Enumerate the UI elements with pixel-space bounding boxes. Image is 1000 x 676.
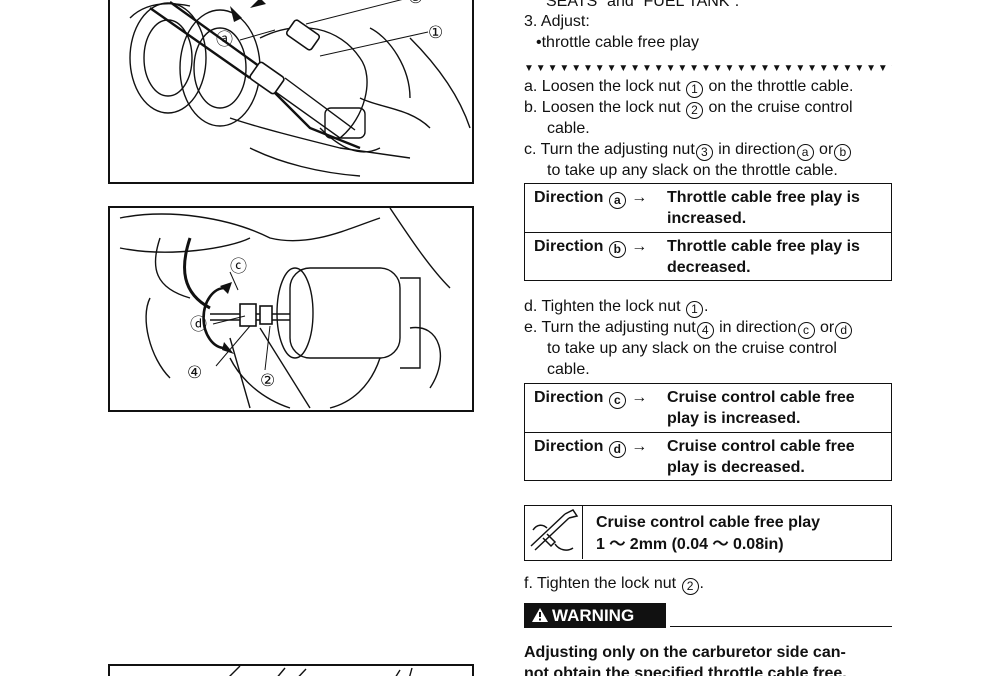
warning-text-1: Adjusting only on the carburetor side ca…	[524, 644, 846, 661]
callout-1: ①	[428, 23, 443, 43]
callout-a: ⓐ	[216, 30, 233, 50]
callout-3: ③	[408, 0, 423, 8]
dir-circle: b	[834, 144, 852, 161]
top-fragment: SEATS” and “FUEL TANK”.	[546, 0, 740, 10]
bottom-illustration	[229, 666, 413, 676]
num-circle: 4	[696, 322, 714, 339]
callout-d: ⓓ	[190, 315, 207, 335]
carburetor-illustration: ⓐ ① ③	[129, 0, 471, 177]
num-circle: 2	[681, 578, 699, 595]
num-circle: 1	[686, 81, 703, 98]
step-f: f. Tighten the lock nut 2.	[524, 575, 704, 595]
callout-2: ②	[260, 371, 275, 391]
step-b-cont: cable.	[547, 120, 590, 137]
step-3: 3. Adjust:	[524, 13, 590, 30]
step-d: d. Tighten the lock nut 1.	[524, 298, 709, 318]
warning-triangle-icon	[532, 603, 548, 628]
direction-table-throttle: Direction a → Throttle cable free play i…	[524, 183, 892, 281]
dir-circle: c	[797, 322, 815, 339]
spec-box: Cruise control cable free play 1 ～ 2mm (…	[524, 505, 892, 561]
step-b: b. Loosen the lock nut 2 on the cruise c…	[524, 99, 853, 119]
warning-banner: WARNING	[524, 603, 666, 628]
step-3-bullet: •throttle cable free play	[536, 34, 700, 51]
callout-c: ⓒ	[230, 257, 247, 277]
step-c-cont: to take up any slack on the throttle cab…	[547, 162, 838, 179]
spec-value: 1 ～ 2mm (0.04 ～ 0.08in)	[596, 536, 784, 553]
step-e-cont-1: to take up any slack on the cruise contr…	[547, 340, 837, 357]
num-circle: 3	[695, 144, 713, 161]
table-row: Direction b → Throttle cable free play i…	[525, 232, 891, 280]
num-circle: 1	[686, 301, 703, 318]
figure-throttle-cable-carburetor: ⓐ ① ③	[108, 0, 474, 184]
step-e-cont-2: cable.	[547, 361, 590, 378]
triangle-separator-row: ▼▼▼▼▼▼▼▼▼▼▼▼▼▼▼▼▼▼▼▼▼▼▼▼▼▼▼▼▼▼▼▼	[524, 64, 892, 74]
warning-rule	[670, 626, 892, 627]
dir-circle: d	[835, 322, 853, 339]
table-row: Direction a → Throttle cable free play i…	[534, 189, 860, 227]
dir-circle: a	[796, 144, 814, 161]
step-a: a. Loosen the lock nut 1 on the throttle…	[524, 78, 854, 98]
num-circle: 2	[686, 102, 703, 119]
figure-bottom-partial	[108, 664, 474, 676]
spec-title: Cruise control cable free play	[596, 514, 821, 531]
callout-4: ④	[187, 363, 202, 383]
warning-text-2: not obtain the specified throttle cable …	[524, 665, 847, 676]
caliper-icon	[525, 506, 583, 559]
figure-cruise-control-cable: ⓒ ⓓ ④ ②	[108, 206, 474, 412]
cruise-actuator-illustration: ⓒ ⓓ ④ ②	[119, 208, 451, 409]
